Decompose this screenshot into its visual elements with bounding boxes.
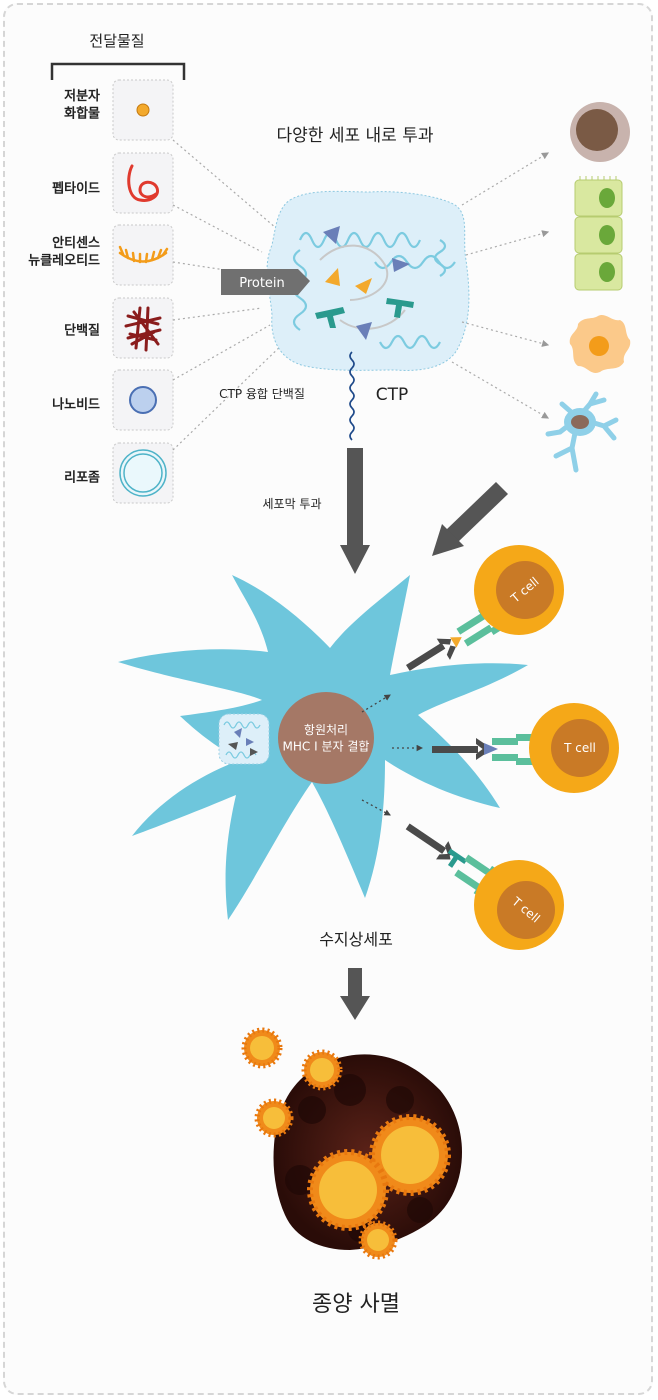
- target-connectors: [451, 152, 550, 419]
- delivery-header-group: 전달물질: [50, 32, 186, 80]
- penetration-label: 다양한 세포 내로 투과: [277, 126, 434, 146]
- text-line: 나노비드: [52, 397, 100, 413]
- delivery-bracket: [50, 62, 186, 80]
- delivery-label-liposome: 리포좀: [64, 470, 100, 486]
- small-molecule-icon: [136, 103, 150, 117]
- nanobead-icon: [129, 386, 157, 414]
- membrane-arrow: [340, 448, 370, 574]
- delivery-label-peptide: 펩타이드: [52, 181, 100, 197]
- fusion-label: CTP 융합 단백질: [219, 387, 305, 401]
- t-cell-label-middle: T cell: [563, 741, 596, 755]
- ctp-protein-cloud: [266, 190, 470, 441]
- protein-icon: [124, 306, 162, 352]
- tumor-cell-small-4: [358, 1220, 398, 1260]
- tumor-label: 종양 사멸: [312, 1292, 400, 1317]
- text-line: 항원처리: [304, 723, 348, 737]
- tumor-cell-small-3: [254, 1098, 294, 1138]
- text-line: 단백질: [64, 323, 100, 339]
- target-cell-epithelial: [574, 176, 623, 291]
- delivery-connectors: [172, 139, 288, 451]
- ctp-label: CTP: [376, 385, 409, 405]
- text-line: 리포좀: [64, 470, 100, 486]
- antigen-label: 항원처리 MHC I 분자 결합: [283, 723, 370, 753]
- dendritic-label: 수지상세포: [319, 930, 393, 949]
- delivery-label-nanobead: 나노비드: [52, 397, 100, 413]
- t-cell-middle: T cell: [529, 703, 619, 793]
- liposome-icon: [119, 449, 167, 497]
- presentation-arrows: [361, 694, 424, 816]
- tumor-cell-large-right: [369, 1114, 451, 1196]
- target-cell-neuron: [545, 391, 619, 473]
- protein-tag: Protein: [221, 269, 310, 295]
- tumor-cell-large-left: [307, 1149, 389, 1231]
- peptide-icon: [127, 164, 160, 202]
- ingested-cloud: [218, 713, 270, 765]
- t-cell-top: T cell: [474, 545, 564, 635]
- protein-tag-label: Protein: [239, 276, 285, 291]
- text-line: 화합물: [64, 105, 100, 121]
- target-cell-round: [570, 102, 630, 162]
- membrane-label: 세포막 투과: [262, 497, 321, 511]
- delivery-label-protein: 단백질: [64, 323, 100, 339]
- target-cell-star: [569, 315, 631, 373]
- delivery-header: 전달물질: [89, 32, 144, 50]
- text-line: 저분자: [64, 89, 100, 104]
- delivery-boxes: [112, 79, 174, 504]
- text-line: 안티센스: [52, 235, 100, 251]
- text-line: MHC I 분자 결합: [283, 739, 370, 753]
- t-cell-bottom: T cell: [474, 860, 564, 950]
- tumor-arrow: [340, 968, 370, 1020]
- text-line: 펩타이드: [52, 181, 100, 197]
- antigen-nucleus: [278, 692, 374, 784]
- diagonal-arrow: [432, 482, 508, 556]
- tumor-cell-small-1: [241, 1027, 283, 1069]
- tumor-cell-small-2: [301, 1049, 343, 1091]
- antisense-nucleotide-icon: [118, 245, 169, 264]
- text-line: 뉴클레오티드: [28, 252, 100, 268]
